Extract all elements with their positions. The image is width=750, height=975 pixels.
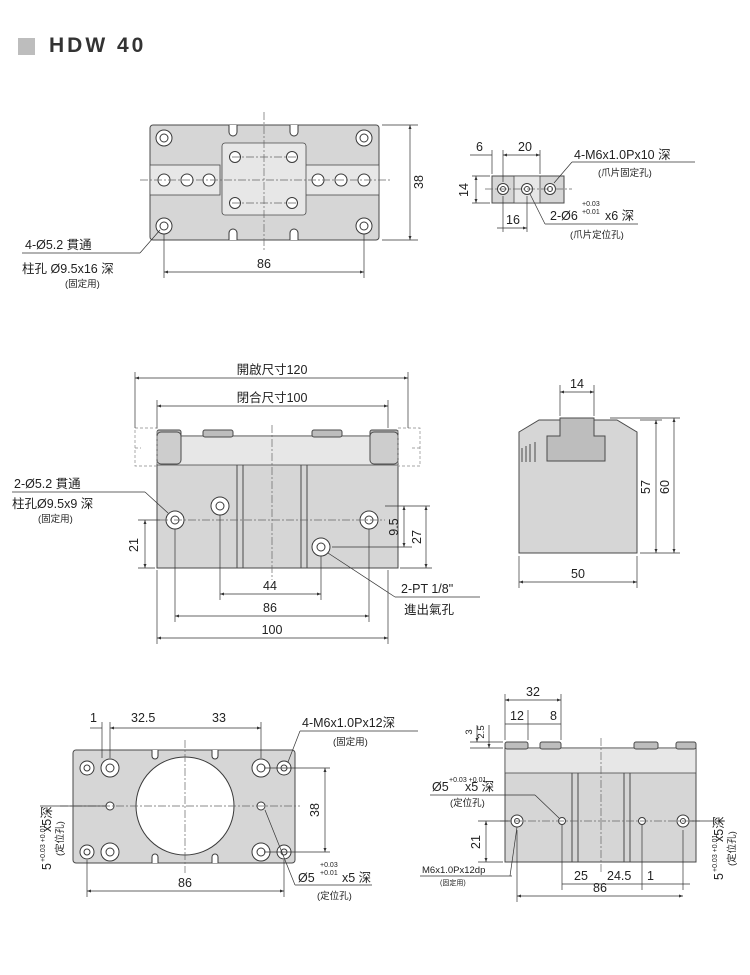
rear-view-thread-sub: (固定用) (440, 878, 466, 887)
bottom-view-left-note: 5 (40, 863, 54, 870)
side-view-jaw (546, 417, 606, 462)
rear-view-dim-24-5: 24.5 (607, 869, 631, 883)
title-square-icon (18, 37, 35, 55)
rear-view-dim-25: 25 (574, 869, 588, 883)
rear-view-dim-32: 32 (526, 685, 540, 699)
bottom-view-left-suffix: x5深 (40, 806, 54, 832)
top-view-dim-height: 38 (412, 175, 426, 189)
jaw-detail-thread-note: 4-M6x1.0Px10 深 (574, 148, 671, 162)
rear-view-right-note: 5 (712, 873, 726, 880)
jaw-detail-thread-sub: (爪片固定孔) (598, 167, 652, 179)
bottom-view-dim-32-5: 32.5 (131, 711, 155, 725)
jaw-detail-dim-20: 20 (518, 140, 532, 154)
top-view-mount-note-2: 柱孔 Ø9.5x16 深 (22, 261, 114, 276)
front-view-port-note-2: 進出氣孔 (404, 603, 455, 617)
front-view-dim-86: 86 (263, 601, 277, 615)
rear-view-dim-1: 1 (647, 869, 654, 883)
top-view-dim-width: 86 (257, 257, 271, 271)
front-view-dim-44: 44 (263, 579, 277, 593)
front-view-dim-27: 27 (410, 530, 424, 544)
front-view-dim-9-5: 9.5 (387, 518, 401, 535)
jaw-detail-dim-6: 6 (476, 140, 483, 154)
jaw-detail-view: 6 20 14 16 4-M6x1.0Px10 深 (爪片固定孔) 2-Ø6 +… (457, 140, 695, 241)
title-block: HDW 40 (18, 26, 146, 66)
bottom-view-pin-sub: (定位孔) (317, 890, 352, 902)
bottom-view-pin-tol-upper: +0.03 (320, 862, 338, 869)
jaw-detail-pin-suffix: x6 深 (605, 209, 634, 223)
rear-view-pin-note: Ø5 (432, 780, 449, 794)
rear-view-dim-8: 8 (550, 709, 557, 723)
bottom-view-left-sub: (定位孔) (54, 821, 66, 856)
jaw-detail-pin-note: 2-Ø6 (550, 209, 578, 223)
side-view-dim-60: 60 (658, 480, 672, 494)
jaw-detail-pin-sub: (爪片定位孔) (570, 229, 624, 241)
rear-view-right-suffix: x5深 (712, 816, 726, 842)
bottom-view-left-tol: +0.03 +0.01 (40, 825, 47, 862)
bottom-view-pin-note: Ø5 (298, 871, 315, 885)
bottom-view-dim-1: 1 (90, 711, 97, 725)
jaw-detail-pin-tol-lower: +0.01 (582, 209, 600, 216)
front-view-hole-note: 2-Ø5.2 貫通 (14, 477, 81, 491)
front-view-open-label: 開啟尺寸120 (237, 362, 308, 377)
bottom-view-pin-suffix: x5 深 (342, 871, 371, 885)
rear-view-dim-2-5: 2.5 (476, 725, 487, 738)
jaw-detail-dim-16: 16 (506, 213, 520, 227)
rear-view-pin-sub: (定位孔) (450, 797, 485, 809)
rear-view-dim-12: 12 (510, 709, 524, 723)
rear-view-dim-21: 21 (469, 835, 483, 849)
bottom-view-thread-note: 4-M6x1.0Px12深 (302, 716, 395, 730)
front-view-hole-note-3: (固定用) (38, 513, 73, 525)
front-view-dim-21: 21 (127, 538, 141, 552)
front-view-port-note: 2-PT 1/8" (401, 582, 453, 596)
top-view-mount-note: 4-Ø5.2 貫通 (25, 238, 92, 252)
rear-view-thread-note: M6x1.0Px12dp (422, 865, 485, 876)
side-view-dim-50: 50 (571, 567, 585, 581)
top-view-mount-note-3: (固定用) (65, 278, 100, 290)
rear-view-dim-86: 86 (593, 881, 607, 895)
bottom-view-thread-sub: (固定用) (333, 736, 368, 748)
jaw-detail-dim-14: 14 (457, 183, 471, 197)
rear-view-right-sub: (定位孔) (726, 831, 738, 866)
bottom-view: 1 32.5 33 4-M6x1.0Px12深 (固定用) 38 86 Ø5 +… (40, 711, 418, 902)
bottom-view-dim-33: 33 (212, 711, 226, 725)
front-view-dim-100: 100 (262, 623, 283, 637)
top-view: 38 86 4-Ø5.2 貫通 柱孔 Ø9.5x16 深 (固定用) (22, 112, 426, 290)
side-view: 14 57 60 50 (518, 377, 680, 588)
front-view-hole-note-2: 柱孔Ø9.5x9 深 (12, 496, 93, 511)
bottom-view-pin-tol-lower: +0.01 (320, 870, 338, 877)
front-view: 開啟尺寸120 閉合尺寸100 21 9.5 27 44 86 100 (12, 362, 480, 644)
rear-view-pin-tol: +0.03 +0.01 (449, 777, 486, 784)
bottom-view-dim-38: 38 (308, 803, 322, 817)
rear-view-pin-suffix: x5 深 (465, 780, 494, 794)
rear-view-right-tol: +0.03 +0.01 (712, 835, 719, 872)
page-title: HDW 40 (49, 34, 147, 57)
rear-view: 32 12 8 3 2.5 Ø5 +0.03 +0.01 x5 深 (定位孔) … (420, 685, 738, 902)
side-view-dim-14: 14 (570, 377, 584, 391)
rear-view-dim-3: 3 (464, 729, 475, 734)
front-view-close-label: 閉合尺寸100 (237, 390, 308, 405)
side-view-dim-57: 57 (639, 480, 653, 494)
jaw-detail-pin-tol-upper: +0.03 (582, 201, 600, 208)
bottom-view-dim-86: 86 (178, 876, 192, 890)
